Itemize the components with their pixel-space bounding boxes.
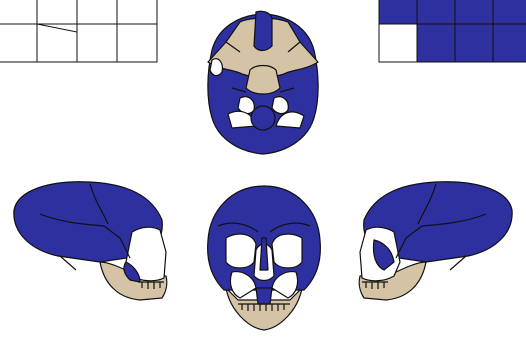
right-grid-cell <box>493 0 526 24</box>
inferior-palate <box>254 11 272 50</box>
right-grid-cell <box>417 24 455 62</box>
inferior-foramen-left <box>210 59 222 76</box>
legend-grid-left <box>0 0 157 62</box>
anterior-orbit-right <box>272 234 302 268</box>
left-grid-cell <box>117 0 157 24</box>
skull-right-lateral-view <box>359 182 512 300</box>
anterior-orbit-left <box>226 234 256 268</box>
left-grid-cell <box>0 24 37 62</box>
left-grid-cell <box>117 24 157 62</box>
left-grid-cell <box>37 0 77 24</box>
legend-grid-right <box>379 0 526 62</box>
right-grid-cell <box>455 0 493 24</box>
foramen-magnum <box>251 106 275 130</box>
inferior-central-block <box>246 66 280 95</box>
left-grid-cell <box>77 24 117 62</box>
skull-anterior-view <box>208 186 321 330</box>
left-grid-cell <box>0 0 37 24</box>
anterior-nasal-bridge <box>260 238 268 270</box>
left-grid-cell <box>37 24 77 62</box>
skull-left-lateral-view <box>14 182 167 300</box>
skull-inferior-view <box>208 11 318 154</box>
right-grid-cell <box>455 24 493 62</box>
right-grid-cell <box>379 24 417 62</box>
right-grid-cell <box>417 0 455 24</box>
anterior-maxilla-center <box>256 288 272 304</box>
inferior-condyle-right <box>272 97 288 114</box>
right-grid-cell <box>493 24 526 62</box>
right-grid-cell <box>379 0 417 24</box>
left-grid-cell <box>77 0 117 24</box>
